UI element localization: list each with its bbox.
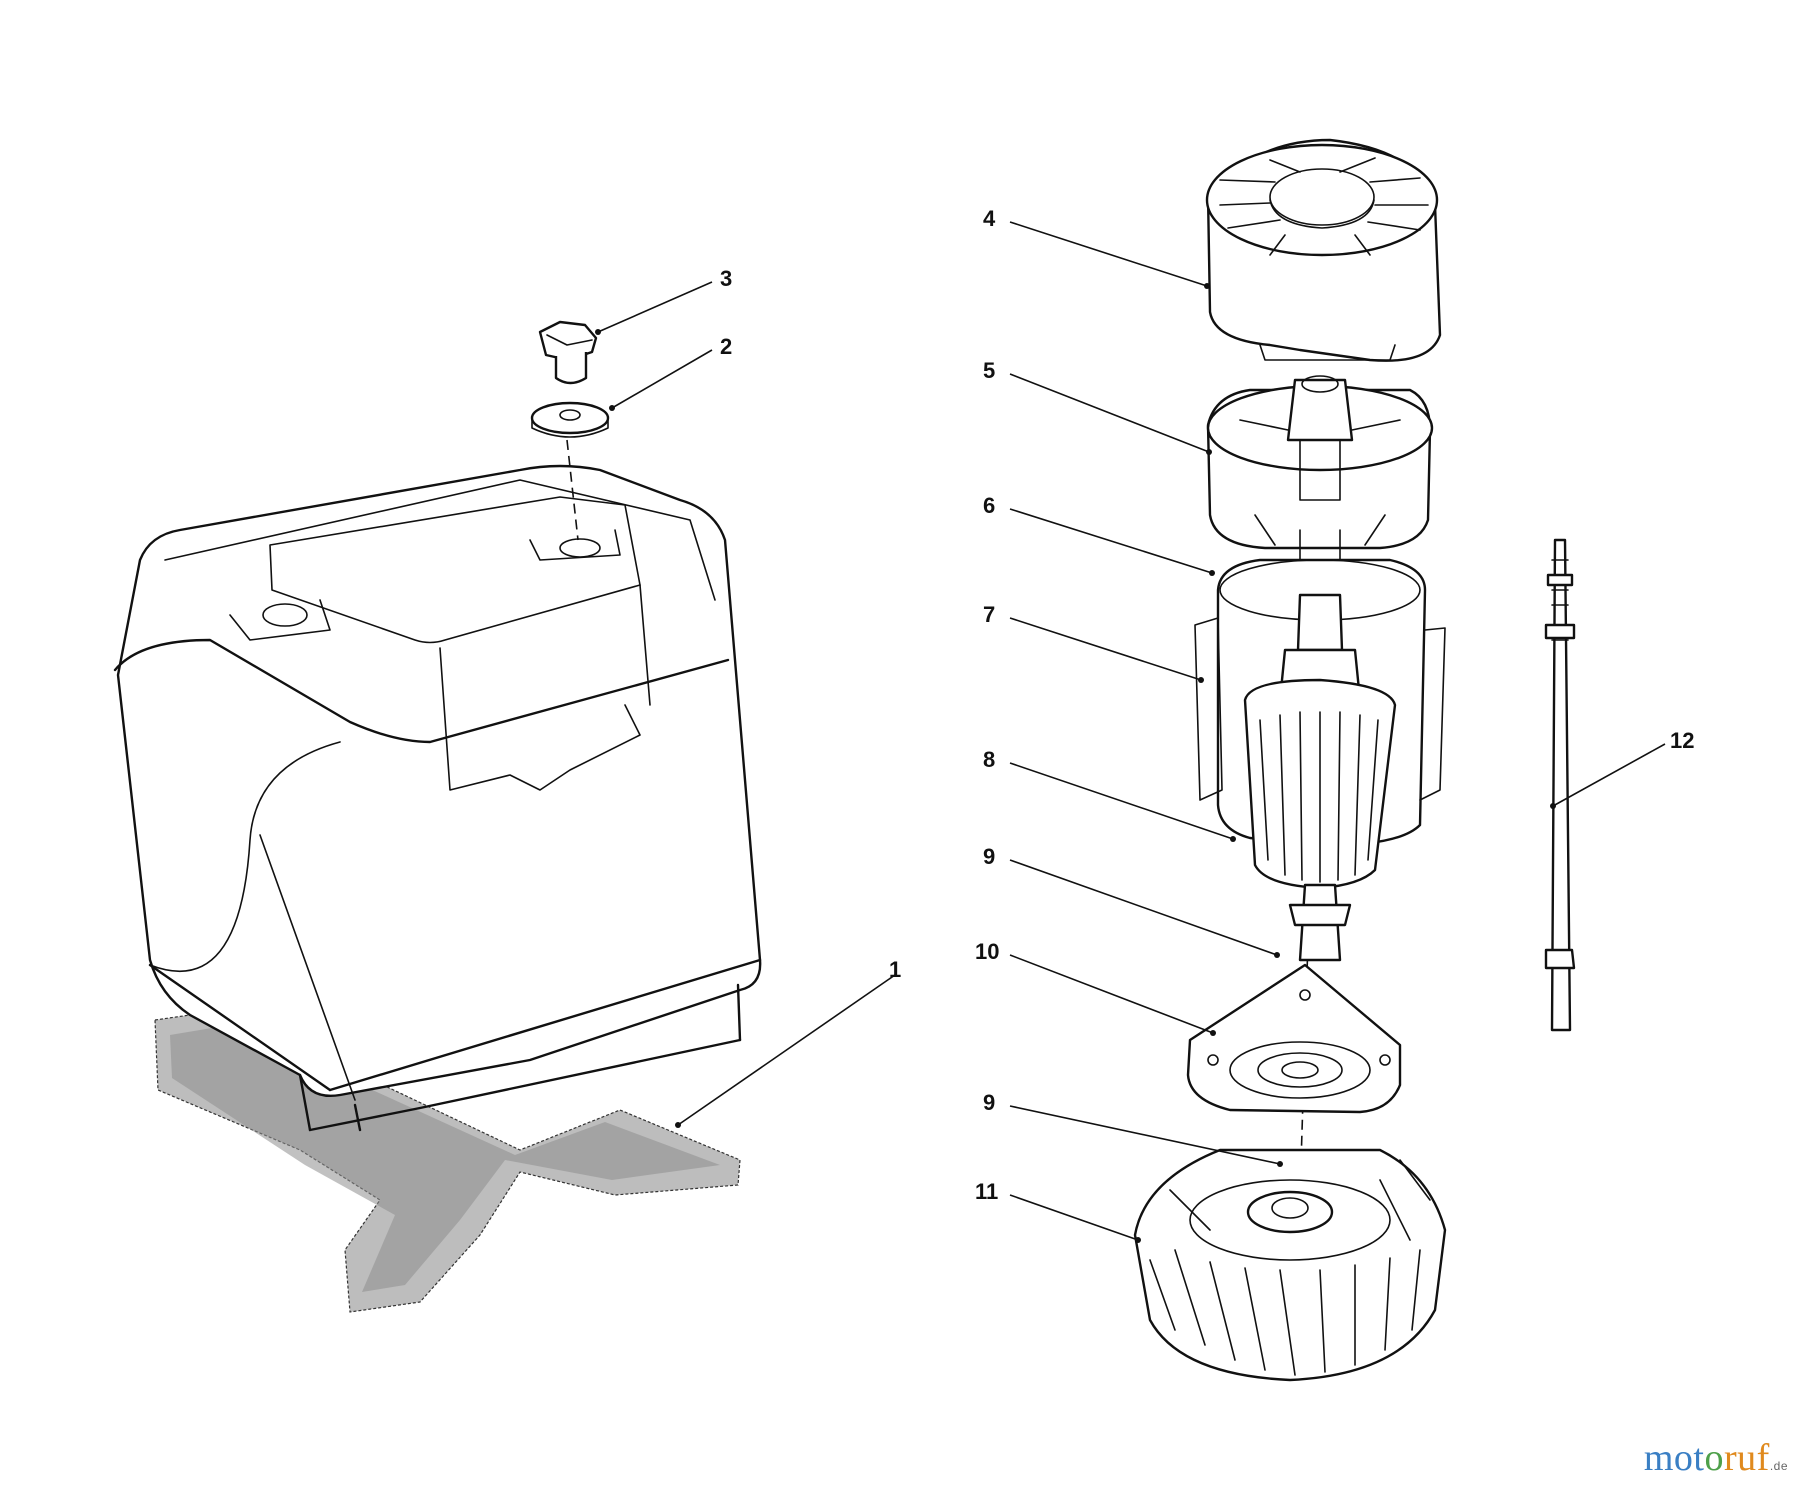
watermark-part3: ruf: [1724, 1437, 1770, 1479]
callout-11: 11: [975, 1179, 998, 1204]
hood-cover: [113, 464, 762, 1132]
callout-5: 5: [983, 358, 995, 383]
callout-10: 10: [975, 939, 999, 964]
armature: [1243, 593, 1397, 962]
brush-holder: [1206, 375, 1434, 566]
callout-9-lower: 9: [983, 1090, 995, 1115]
bolt: [538, 320, 598, 385]
callout-6: 6: [983, 493, 995, 518]
callout-4: 4: [983, 206, 996, 231]
through-bolt: [1544, 538, 1576, 1032]
watermark-part2: o: [1704, 1437, 1724, 1479]
callout-2: 2: [720, 334, 732, 359]
end-plate: [1186, 963, 1402, 1114]
motor-end-cap: [1205, 138, 1442, 362]
callout-labels: 1 2 3 4 5 6 7 8 9 10 9 11 12: [720, 206, 1694, 1204]
watermark-suffix: .de: [1769, 1459, 1788, 1473]
watermark-logo: motoruf.de: [1644, 1436, 1788, 1480]
callout-8: 8: [983, 747, 995, 772]
callout-1: 1: [889, 957, 901, 982]
callout-9-upper: 9: [983, 844, 995, 869]
assembly-axis-bolt: [566, 439, 579, 541]
callout-7: 7: [983, 602, 995, 627]
watermark-part1: mot: [1643, 1437, 1705, 1479]
callout-3: 3: [720, 266, 732, 291]
leader-lines: [595, 221, 1666, 1243]
callout-12: 12: [1670, 728, 1694, 753]
washer: [530, 401, 610, 438]
cooling-fan: [1133, 1148, 1447, 1382]
